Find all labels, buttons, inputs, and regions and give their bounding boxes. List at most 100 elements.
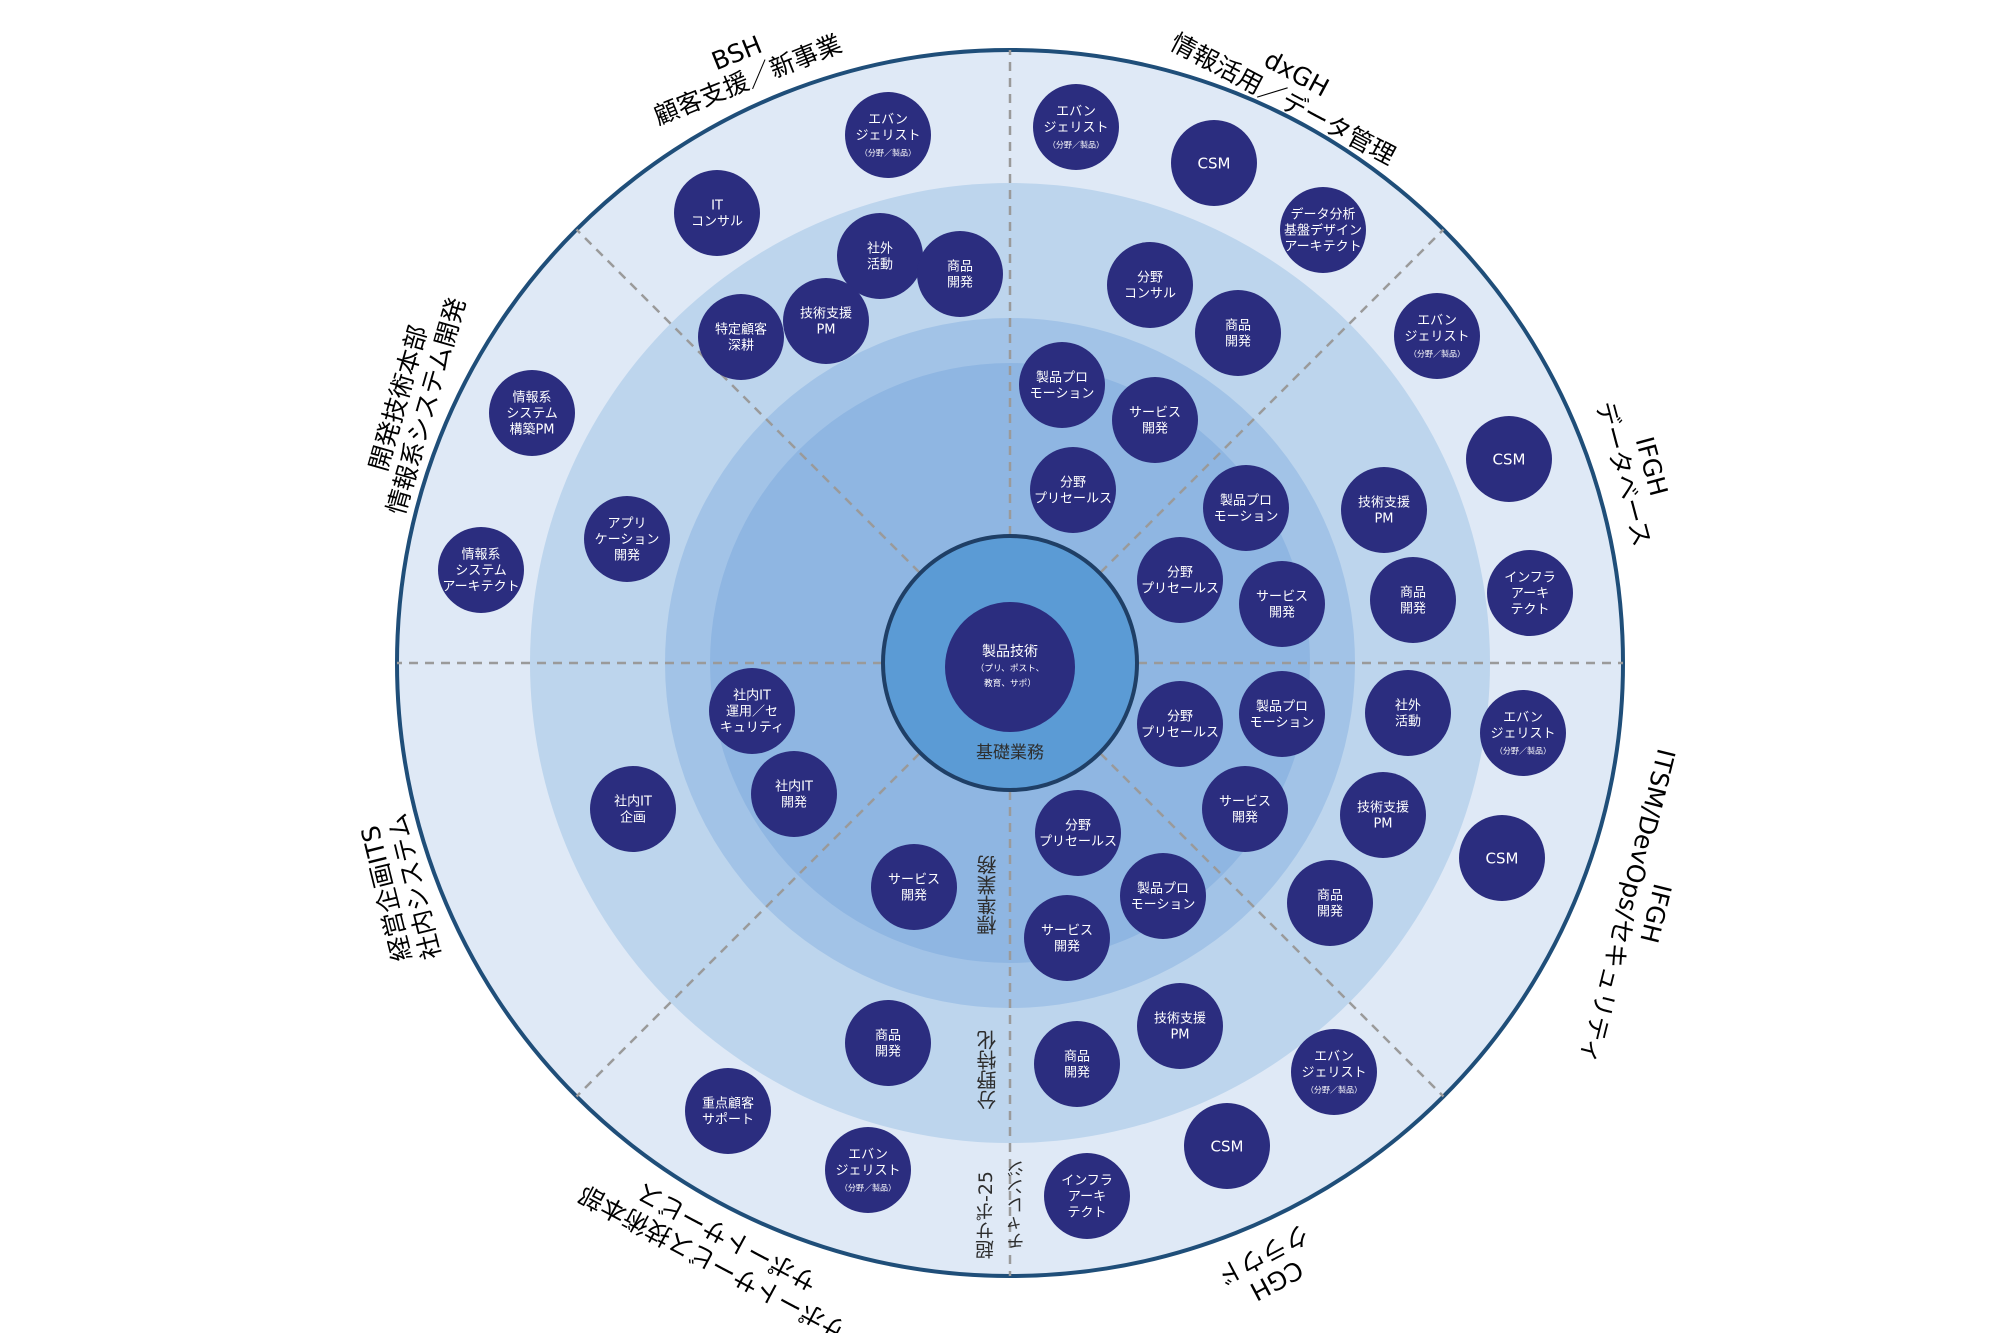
role-node-label: 製品プロモーション: [1214, 494, 1279, 525]
role-node: サービス開発: [1024, 895, 1110, 981]
role-node: 分野コンサル: [1107, 242, 1193, 328]
role-node-label: 情報系システムアーキテクト: [442, 548, 519, 595]
role-node-circle: [837, 213, 923, 299]
role-node-circle: [1120, 853, 1206, 939]
role-node: サービス開発: [1202, 766, 1288, 852]
role-node: エバンジェリスト（分野／製品）: [1394, 293, 1480, 379]
role-node: エバンジェリスト（分野／製品）: [1480, 690, 1566, 776]
sector-divider: [1099, 228, 1445, 574]
role-node-circle: [1466, 416, 1552, 502]
role-node-label: 重点顧客サポート: [702, 1096, 754, 1128]
role-node: アプリケーション開発: [584, 496, 670, 582]
role-node: エバンジェリスト（分野／製品）: [1291, 1029, 1377, 1115]
sector-divider: [1099, 752, 1445, 1098]
role-node-circle: [1034, 1021, 1120, 1107]
role-node-circle: [1394, 293, 1480, 379]
role-node-label: 商品開発: [1400, 586, 1426, 617]
role-node: 社外活動: [1365, 670, 1451, 756]
role-node-circle: [1107, 242, 1193, 328]
role-node: 分野プリセールス: [1035, 790, 1121, 876]
role-node-circle: [1280, 187, 1366, 273]
role-node-circle: [698, 294, 784, 380]
role-node-circle: [1365, 670, 1451, 756]
role-node-label: 商品開発: [875, 1029, 901, 1060]
role-node-circle: [1030, 447, 1116, 533]
role-node-circle: [825, 1127, 911, 1213]
base-ring-label: 基礎業務: [976, 743, 1044, 763]
role-node: CSM: [1171, 120, 1257, 206]
standard-ring-label: 標準業務: [976, 855, 1000, 935]
role-node: 分野プリセールス: [1137, 681, 1223, 767]
role-node-label: 商品開発: [1225, 319, 1251, 350]
role-node-label: 分野プリセールス: [1141, 566, 1219, 597]
role-node: 製品プロモーション: [1239, 671, 1325, 757]
role-node-circle: [709, 668, 795, 754]
role-node-circle: [1370, 557, 1456, 643]
role-node: 商品開発: [1287, 860, 1373, 946]
role-node-circle: [1033, 84, 1119, 170]
role-node-circle: [1340, 772, 1426, 858]
role-node: 製品プロモーション: [1019, 342, 1105, 428]
role-node-label: エバンジェリスト（分野／製品）: [1490, 711, 1555, 756]
role-node-circle: [685, 1068, 771, 1154]
role-node-circle: [1341, 467, 1427, 553]
role-node-label: サービス開発: [1219, 795, 1271, 826]
role-node: インフラアーキテクト: [1487, 550, 1573, 636]
role-node: エバンジェリスト（分野／製品）: [1033, 84, 1119, 170]
role-node: サービス開発: [1239, 561, 1325, 647]
role-node-label: エバンジェリスト（分野／製品）: [1301, 1050, 1366, 1095]
role-node-label: 分野プリセールス: [1034, 476, 1112, 507]
center-node-circle: [945, 602, 1075, 732]
role-node-label: 商品開発: [1317, 889, 1343, 920]
role-node-circle: [1024, 895, 1110, 981]
role-node-label: 分野コンサル: [1124, 271, 1176, 302]
sector-divider: [575, 752, 921, 1098]
role-node: 情報系システム構築PM: [489, 370, 575, 456]
role-node-label: 社外活動: [867, 241, 893, 273]
role-node: データ分析基盤デザインアーキテクト: [1280, 187, 1366, 273]
role-node-circle: [674, 170, 760, 256]
role-node-circle: [1287, 860, 1373, 946]
role-node-circle: [438, 527, 524, 613]
role-node-label: サービス開発: [1041, 924, 1093, 955]
challenge-ring-label: 超サポ-25: [975, 1171, 997, 1259]
role-node-label: エバンジェリスト（分野／製品）: [855, 113, 920, 158]
role-node: エバンジェリスト（分野／製品）: [845, 92, 931, 178]
role-node-label: 分野プリセールス: [1039, 819, 1117, 850]
challenge-ring-label: チャレンジ: [1007, 1160, 1028, 1250]
role-node-circle: [1137, 983, 1223, 1069]
role-node-label: エバンジェリスト（分野／製品）: [1404, 314, 1469, 359]
role-node-label: サービス開発: [888, 873, 940, 904]
role-node: 特定顧客深耕: [698, 294, 784, 380]
role-node-label: CSM: [1493, 450, 1526, 468]
role-node-label: 特定顧客深耕: [715, 322, 767, 354]
role-node-circle: [1044, 1153, 1130, 1239]
role-node-circle: [590, 766, 676, 852]
role-node-circle: [1480, 690, 1566, 776]
role-node: エバンジェリスト（分野／製品）: [825, 1127, 911, 1213]
role-node: 重点顧客サポート: [685, 1068, 771, 1154]
role-node-label: 社外活動: [1395, 698, 1421, 730]
role-node-circle: [1239, 671, 1325, 757]
role-node-circle: [1112, 377, 1198, 463]
role-node: CSM: [1184, 1103, 1270, 1189]
role-node-circle: [1137, 537, 1223, 623]
role-node-label: インフラアーキテクト: [1504, 571, 1556, 618]
sector-divider: [575, 228, 921, 574]
role-node-circle: [1459, 815, 1545, 901]
role-node: 製品プロモーション: [1203, 465, 1289, 551]
role-node: CSM: [1459, 815, 1545, 901]
